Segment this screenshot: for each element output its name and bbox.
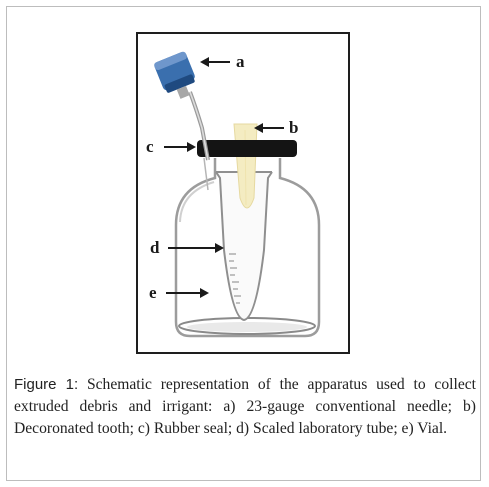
callout-arrows	[164, 57, 284, 298]
needle-cap	[154, 51, 195, 99]
label-b: b	[289, 118, 298, 137]
label-e: e	[149, 283, 157, 302]
label-c: c	[146, 137, 154, 156]
figure-caption: Figure 1: Schematic representation of th…	[14, 374, 476, 440]
caption-label: Figure 1:	[14, 376, 79, 393]
label-d: d	[150, 238, 160, 257]
rubber-seal	[197, 140, 297, 157]
tube-scale-marks	[229, 253, 241, 304]
label-a: a	[236, 52, 245, 71]
caption-text: Schematic representation of the apparatu…	[14, 376, 476, 437]
needle	[154, 51, 210, 191]
figure-frame	[6, 6, 481, 481]
